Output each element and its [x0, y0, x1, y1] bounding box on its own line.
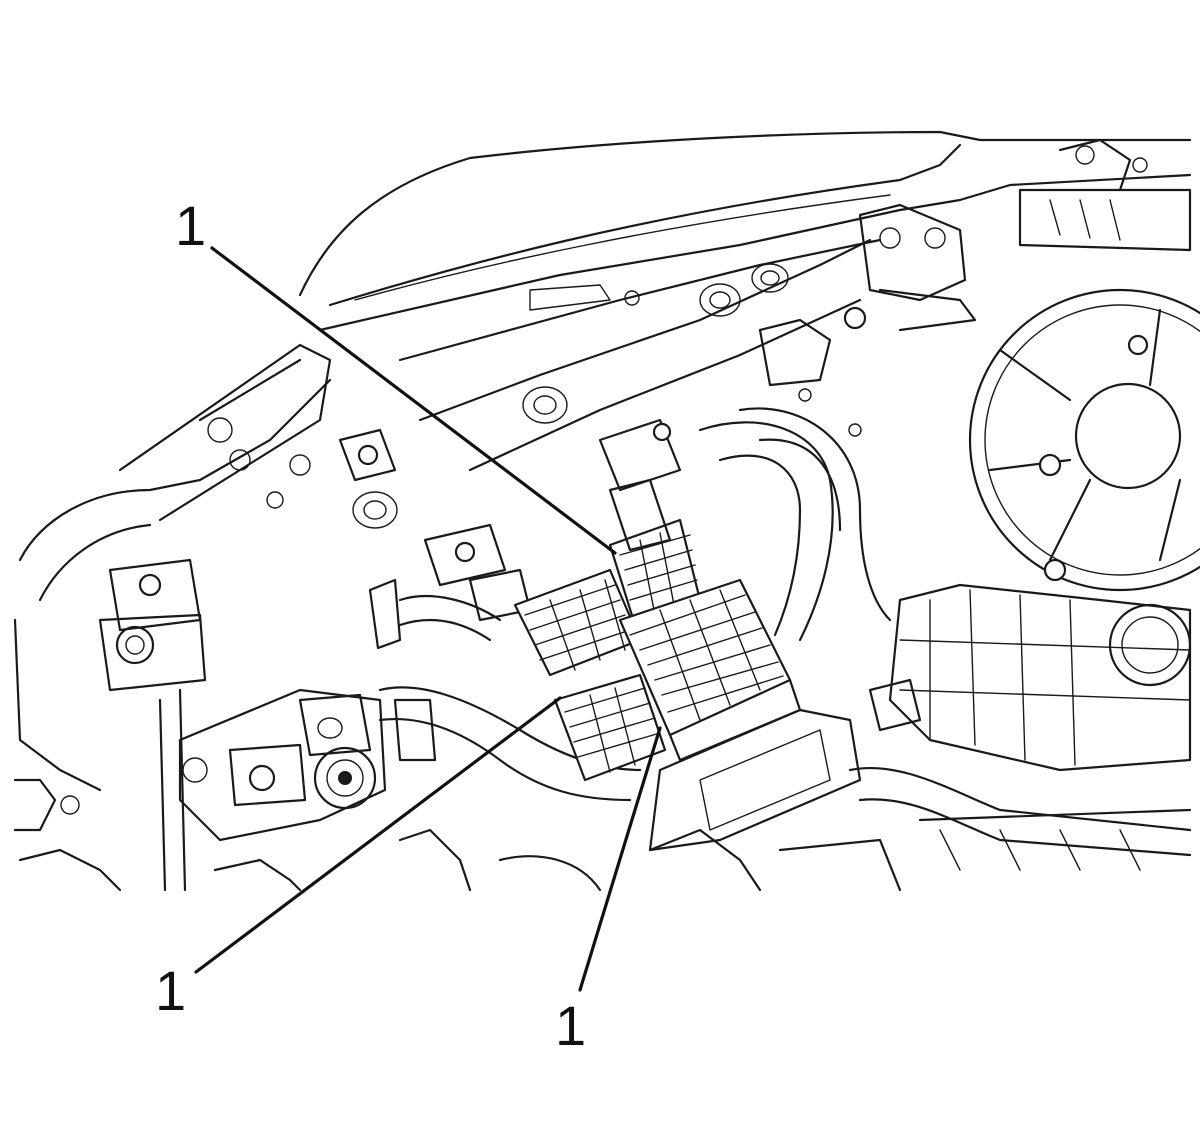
lower-bracket [178, 688, 387, 842]
junction-block-main [618, 578, 802, 762]
leader-line-bottom-center [578, 726, 662, 992]
cooling-fan [968, 288, 1200, 592]
upper-bracket [758, 203, 977, 387]
junction-block-lower [553, 673, 667, 782]
harness-connectors-left [338, 428, 532, 762]
callout-label-top: 1 [175, 194, 206, 257]
callout-label-bottom-left: 1 [155, 959, 186, 1022]
support-holes [352, 263, 862, 529]
radiator-support [318, 138, 1192, 472]
callout-label-bottom-center: 1 [555, 994, 586, 1057]
lower-frame [213, 808, 1192, 892]
left-support [13, 343, 332, 892]
leader-line-bottom-left [194, 696, 562, 974]
callout-leaders [194, 246, 662, 992]
hood-outline [298, 130, 1192, 307]
air-box [868, 583, 1192, 772]
leader-line-top [210, 246, 617, 555]
coolant-hoses [378, 407, 1192, 857]
